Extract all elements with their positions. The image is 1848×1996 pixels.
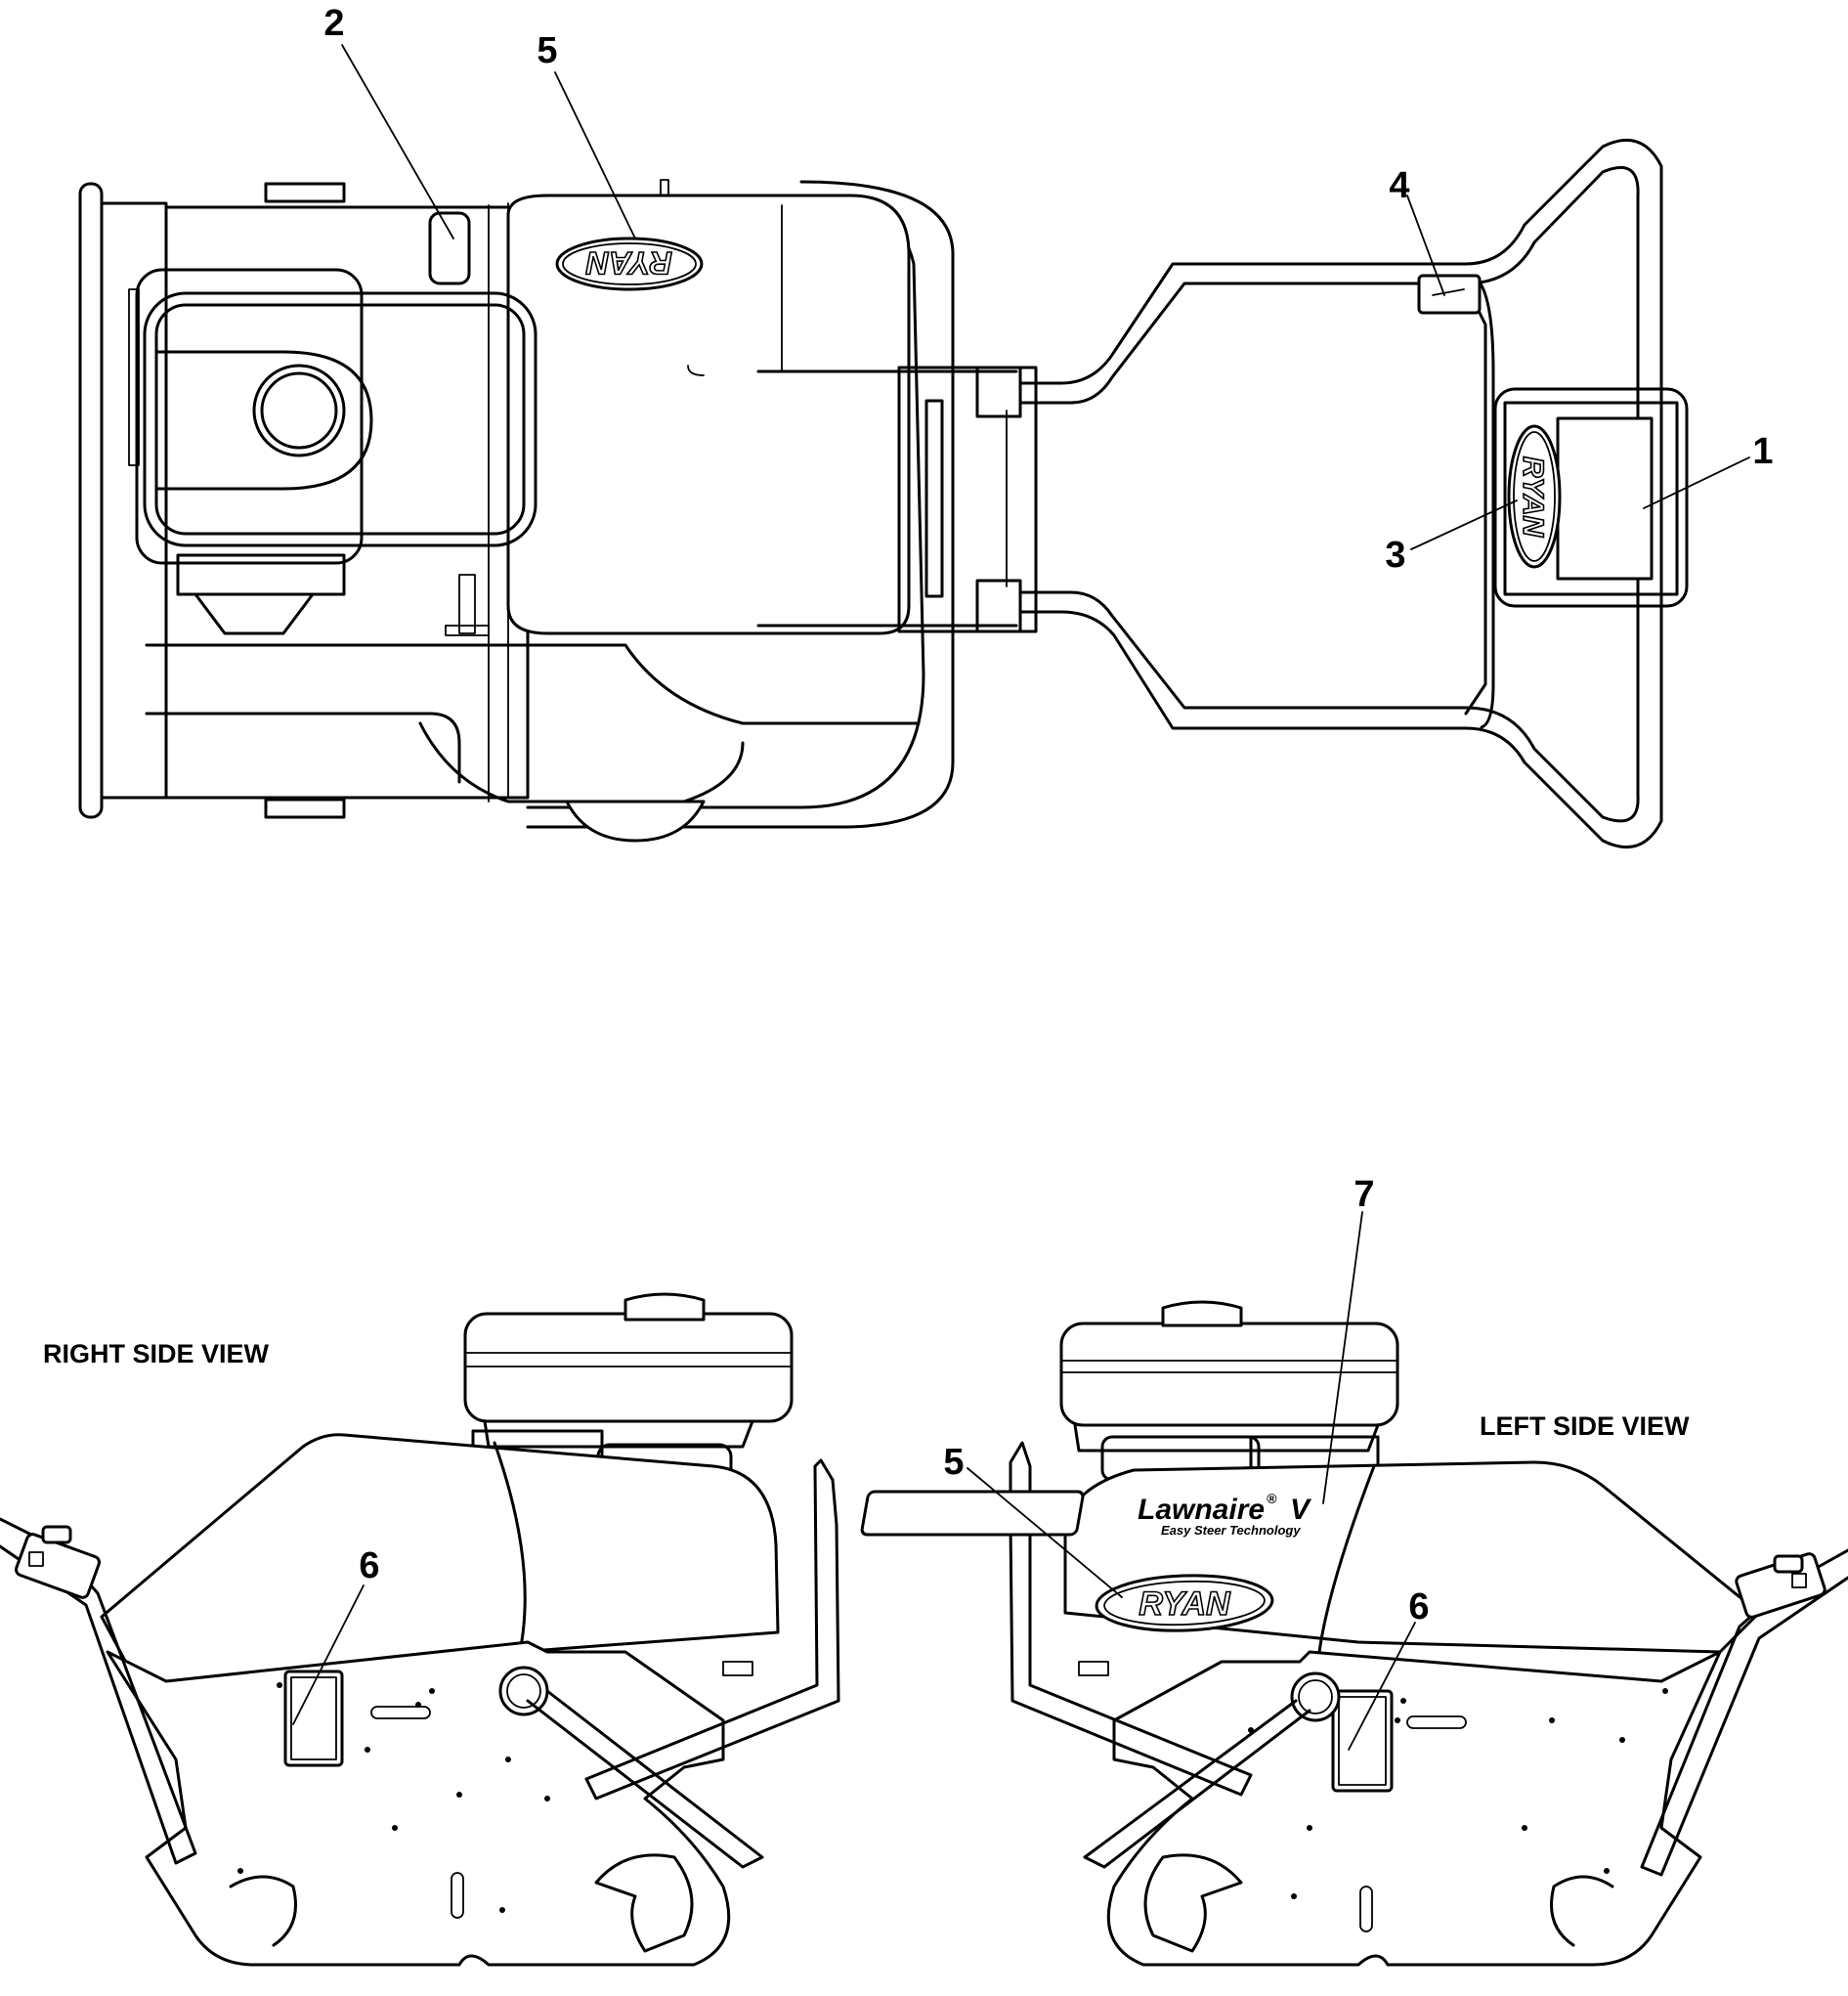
registered-mark-text: ®: [1267, 1491, 1277, 1506]
left-side-view-label: LEFT SIDE VIEW: [1480, 1411, 1690, 1441]
right-side-view-label: RIGHT SIDE VIEW: [43, 1339, 270, 1368]
right-decal-6: [283, 1670, 344, 1767]
left-callout-6: 6: [1408, 1586, 1429, 1627]
callout-5: 5: [537, 30, 557, 71]
logo-text: RYAN: [1517, 456, 1549, 539]
left-callout-5: 5: [943, 1442, 964, 1483]
top-view-callouts: 2 5 4 1 3: [323, 3, 1773, 576]
right-side-view: RIGHT SIDE VIEW: [0, 1292, 840, 1967]
top-view-chassis: [78, 179, 1038, 843]
left-logo-5: RYAN: [1095, 1574, 1274, 1632]
left-decal-7: Lawnaire ® V Easy Steer Technology: [860, 1490, 1312, 1538]
left-decal-6: [1331, 1689, 1394, 1793]
tagline-text: Easy Steer Technology: [1161, 1523, 1301, 1538]
top-view-logo-3: RYAN: [1507, 424, 1562, 569]
callout-2: 2: [323, 3, 344, 44]
top-view-logo-5: RYAN: [555, 237, 704, 291]
model-name-text: Lawnaire: [1138, 1494, 1265, 1526]
callout-4: 4: [1389, 165, 1409, 206]
logo-text: RYAN: [585, 245, 672, 281]
top-view: RYAN RYAN 2 5 4 1 3: [78, 3, 1774, 849]
top-view-handle: [1018, 138, 1689, 849]
callout-3: 3: [1385, 535, 1405, 576]
right-callout-6: 6: [359, 1545, 379, 1586]
callout-1: 1: [1752, 431, 1773, 472]
model-suffix-text: V: [1290, 1494, 1312, 1526]
left-side-view: LEFT SIDE VIEW: [860, 1174, 1848, 1967]
left-callout-7: 7: [1354, 1174, 1374, 1215]
logo-text: RYAN: [1139, 1585, 1231, 1623]
